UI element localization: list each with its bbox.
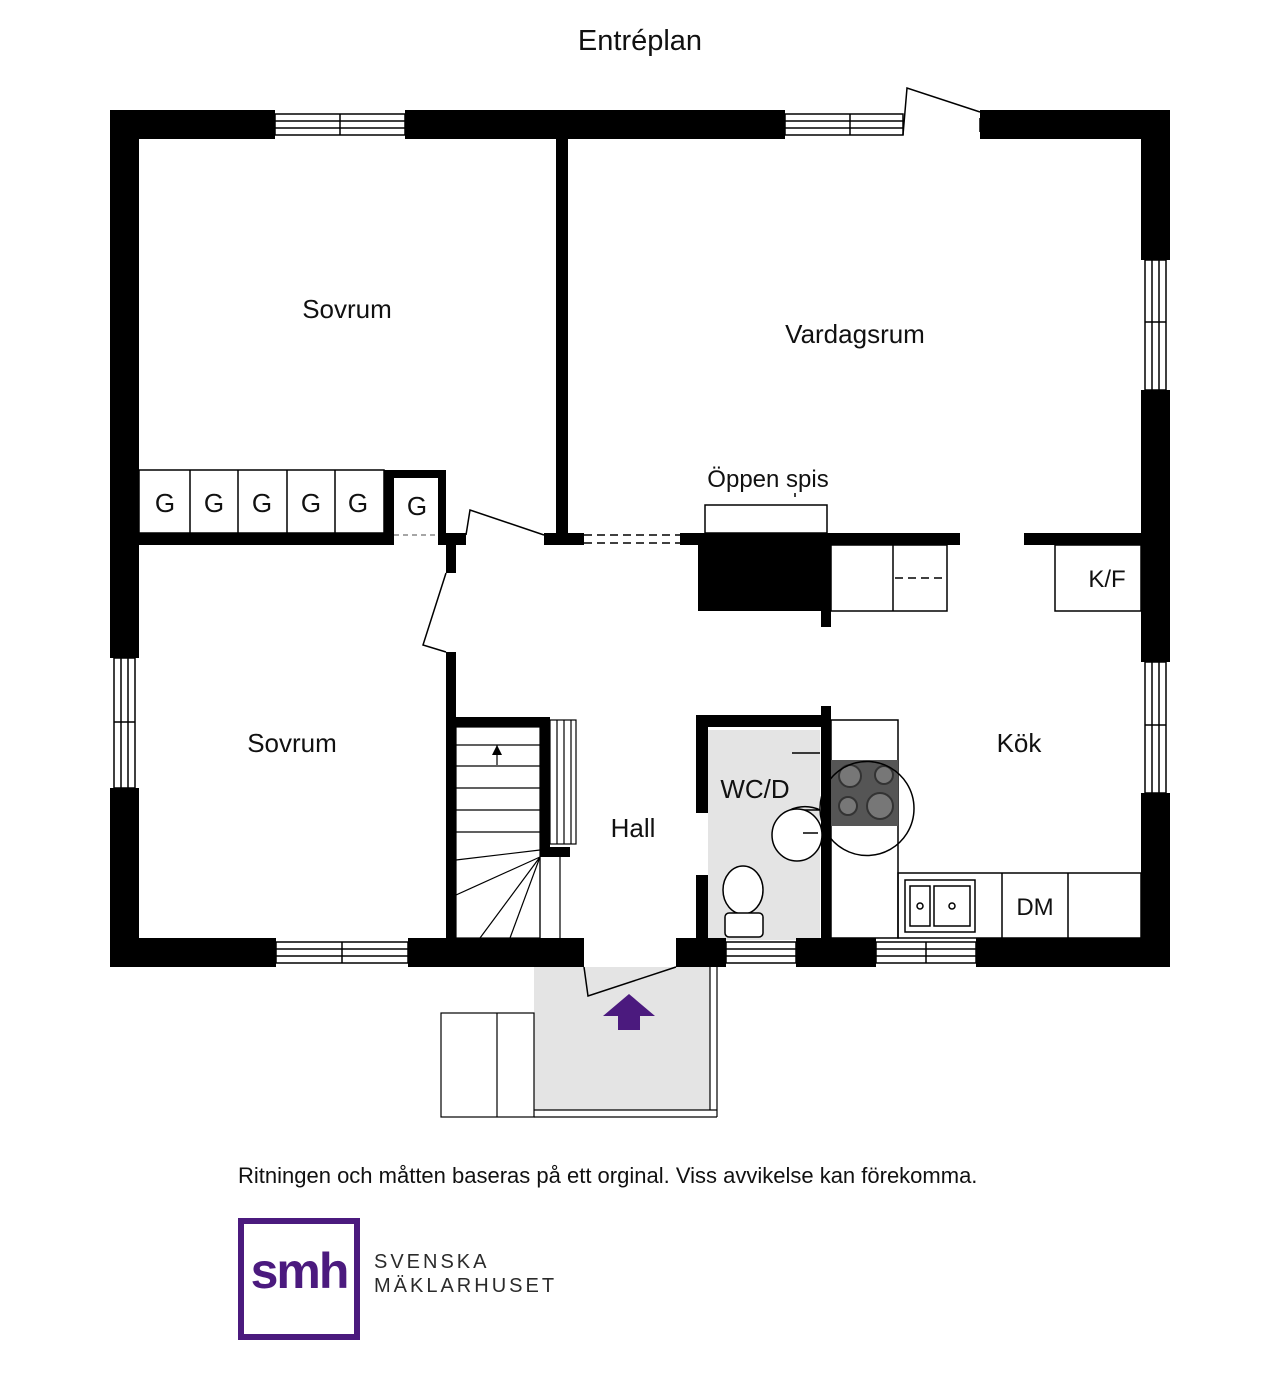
kitchen-counter <box>830 719 1142 939</box>
wardrobe-label: G <box>204 488 224 518</box>
room-label-bedroom-bottom: Sovrum <box>247 728 337 758</box>
dishwasher-label: DM <box>1016 894 1053 921</box>
stairs-arrow-icon <box>492 745 502 755</box>
wardrobe-label: G <box>155 488 175 518</box>
plan-title: Entréplan <box>578 25 702 57</box>
porch <box>440 967 718 1118</box>
brand-name: SVENSKA MÄKLARHUSET <box>374 1250 557 1298</box>
room-label-bedroom-top: Sovrum <box>302 294 392 324</box>
stove <box>831 760 898 826</box>
brand-line-1: SVENSKA <box>374 1251 490 1273</box>
room-label-wc: WC/D <box>720 774 789 804</box>
smh-logo: smh <box>238 1218 360 1340</box>
stairs <box>455 719 577 939</box>
entrance-arrow-icon <box>603 994 655 1030</box>
brand-line-2: MÄKLARHUSET <box>374 1275 558 1297</box>
fridge-freezer-label: K/F <box>1088 566 1125 593</box>
room-label-kitchen: Kök <box>997 728 1043 758</box>
fireplace-label: Öppen spis <box>707 466 828 493</box>
doors <box>394 86 981 997</box>
cabinets <box>830 544 1142 612</box>
fireplace <box>704 493 828 534</box>
wardrobe-label: G <box>301 488 321 518</box>
sink <box>904 879 976 933</box>
room-label-living-room: Vardagsrum <box>785 319 925 349</box>
walls <box>110 110 1170 967</box>
room-label-hall: Hall <box>611 813 656 843</box>
wc-fixtures <box>722 752 915 938</box>
wardrobe-label: G <box>252 488 272 518</box>
porch-floor <box>534 967 710 1110</box>
wardrobe-label: G <box>348 488 368 518</box>
logo-mark: smh <box>251 1243 348 1299</box>
wardrobes <box>138 469 385 534</box>
disclaimer-text: Ritningen och måtten baseras på ett orgi… <box>238 1163 978 1188</box>
windows <box>113 113 1167 964</box>
wardrobe-label: G <box>407 491 427 521</box>
